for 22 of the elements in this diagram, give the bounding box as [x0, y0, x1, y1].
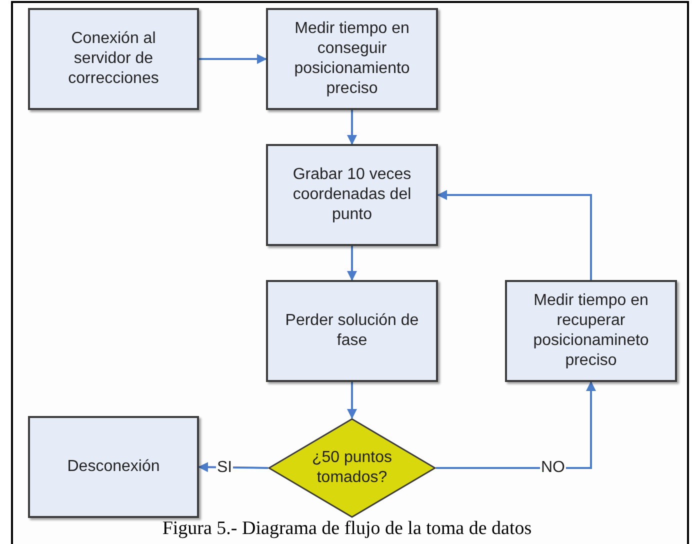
step-text: Medir tiempo en conseguir posicionamiento preciso: [293, 19, 411, 99]
arrow: [347, 110, 357, 145]
arrow: [347, 382, 357, 419]
arrow: [199, 54, 267, 64]
decision-text: ¿50 puntos tomados?: [310, 448, 394, 488]
figure-caption: Figura 5.- Diagrama de flujo de la toma de datos: [161, 518, 533, 540]
step-text: Desconexión: [67, 457, 160, 477]
step-text: Grabar 10 veces coordenadas del punto: [292, 165, 412, 225]
process-box: [266, 8, 438, 110]
arrow: [198, 462, 268, 472]
process-box: [28, 416, 199, 518]
process-box: [266, 144, 438, 246]
step-text: Perder solución de fase: [284, 311, 420, 351]
process-box: [266, 280, 438, 382]
step-text: Conexión al servidor de correcciones: [67, 29, 160, 89]
arrow: [436, 381, 596, 469]
process-box: [28, 8, 199, 110]
decision-diamond: [268, 418, 436, 518]
step-text: Medir tiempo en recuperar posicionamineto preciso: [532, 291, 650, 371]
arrow: [347, 246, 357, 281]
arrow: [437, 190, 592, 280]
process-box: [505, 280, 677, 382]
